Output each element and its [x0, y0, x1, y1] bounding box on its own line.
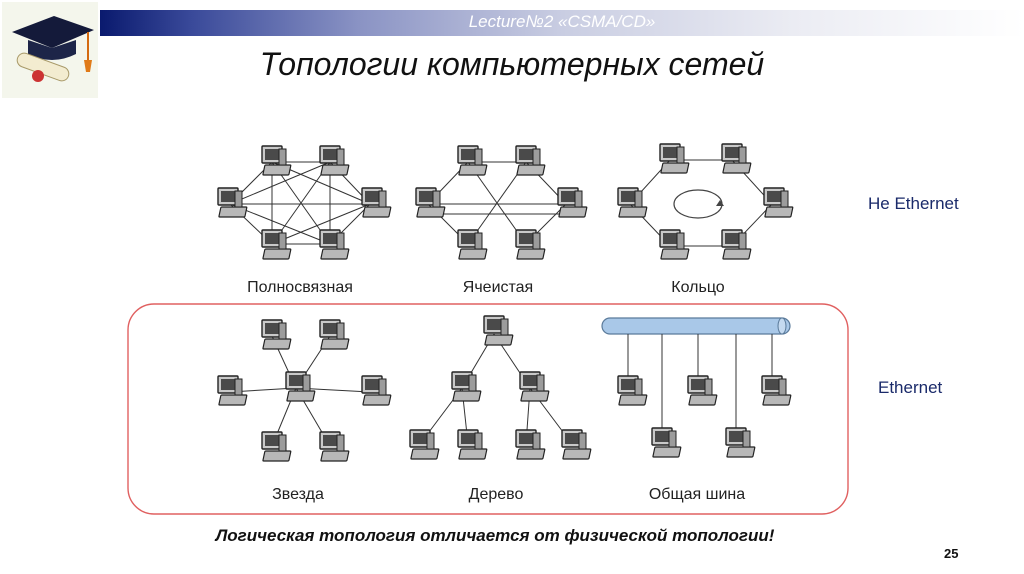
computer-icon: [618, 376, 647, 405]
computer-icon: [762, 376, 791, 405]
computer-icon: [458, 146, 487, 175]
non-ethernet-label: Не Ethernet: [868, 194, 959, 214]
computer-icon: [320, 320, 349, 349]
computer-icon: [516, 230, 545, 259]
computer-icon: [320, 230, 349, 259]
computer-icon: [722, 230, 751, 259]
mesh-topology: [416, 146, 587, 259]
ethernet-label: Ethernet: [878, 378, 942, 398]
computer-icon: [652, 428, 681, 457]
hub-icon: [286, 372, 315, 401]
computer-icon: [484, 316, 513, 345]
computer-icon: [660, 144, 689, 173]
computer-icon: [764, 188, 793, 217]
computer-icon: [416, 188, 445, 217]
bus-topology: [602, 318, 791, 457]
computer-icon: [660, 230, 689, 259]
computer-icon: [458, 230, 487, 259]
slide-caption: Логическая топология отличается от физич…: [0, 526, 990, 546]
computer-icon: [320, 146, 349, 175]
computer-icon: [558, 188, 587, 217]
computer-icon: [618, 188, 647, 217]
computer-icon: [726, 428, 755, 457]
star-topology: [218, 320, 391, 461]
computer-icon: [362, 376, 391, 405]
computer-icon: [410, 430, 439, 459]
bus-label: Общая шина: [649, 486, 745, 503]
mesh-label: Ячеистая: [463, 279, 533, 296]
computer-icon: [520, 372, 549, 401]
computer-icon: [320, 432, 349, 461]
computer-icon: [218, 376, 247, 405]
computer-icon: [516, 430, 545, 459]
page-number: 25: [944, 546, 958, 561]
full-mesh-topology: [218, 146, 391, 259]
full-mesh-label: Полносвязная: [247, 279, 353, 296]
ring-topology: [618, 144, 793, 259]
ring-label: Кольцо: [671, 279, 725, 296]
computer-icon: [452, 372, 481, 401]
computer-icon: [688, 376, 717, 405]
computer-icon: [722, 144, 751, 173]
bus-cable: [602, 318, 790, 334]
computer-icon: [562, 430, 591, 459]
computer-icon: [262, 146, 291, 175]
computer-icon: [262, 432, 291, 461]
tree-label: Дерево: [469, 486, 524, 503]
computer-icon: [262, 320, 291, 349]
star-label: Звезда: [272, 486, 324, 503]
computer-icon: [218, 188, 247, 217]
tree-topology: [410, 316, 591, 459]
computer-icon: [362, 188, 391, 217]
computer-icon: [458, 430, 487, 459]
computer-icon: [516, 146, 545, 175]
